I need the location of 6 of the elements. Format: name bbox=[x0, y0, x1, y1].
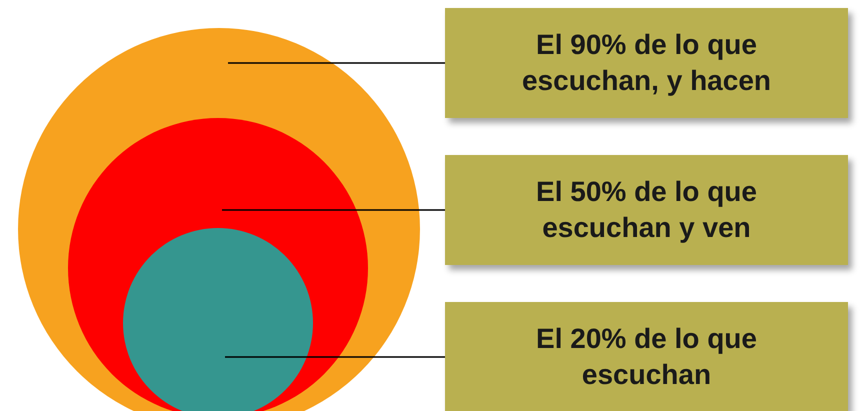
text-box: El 50% de lo que escuchan y ven bbox=[445, 155, 848, 265]
text-box: El 90% de lo que escuchan, y hacen bbox=[445, 8, 848, 118]
leader-line bbox=[225, 356, 445, 358]
leader-line bbox=[222, 209, 445, 211]
leader-line bbox=[228, 62, 445, 64]
text-box: El 20% de lo que escuchan bbox=[445, 302, 848, 411]
